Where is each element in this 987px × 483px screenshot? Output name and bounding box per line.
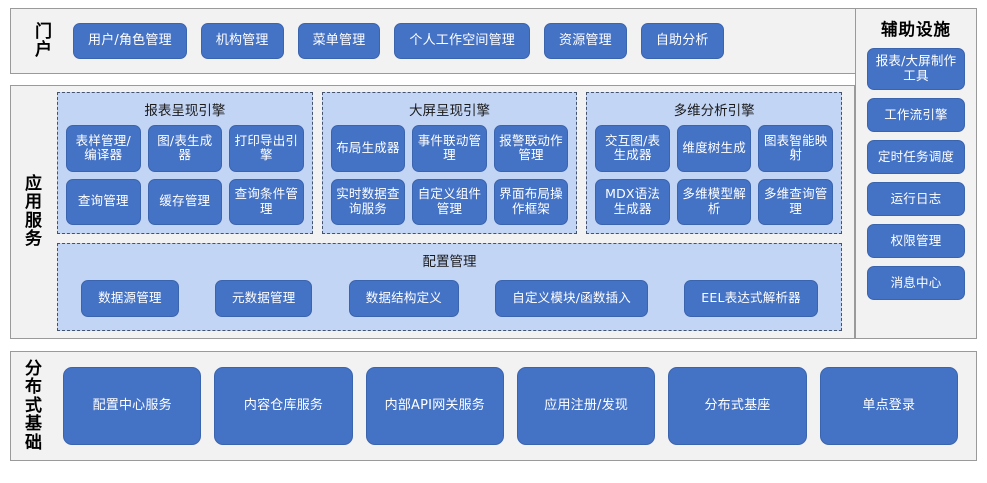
engine-olap-btn-model-parser[interactable]: 多维模型解析 [676, 178, 752, 225]
portal-button-resource[interactable]: 资源管理 [544, 23, 627, 59]
aux-button-workflow-engine[interactable]: 工作流引擎 [867, 98, 965, 132]
engine-olap-btn-chart-mapping[interactable]: 图表智能映射 [758, 125, 833, 172]
aux-button-scheduler[interactable]: 定时任务调度 [867, 140, 965, 174]
engine-bigscreen-btn-realtime-query[interactable]: 实时数据查询服务 [330, 178, 406, 225]
app-service-panel: 应用服务 报表呈现引擎 表样管理/编译器 图/表生成器 打印导出引擎 查询管理 … [10, 85, 855, 339]
app-service-label-text: 应用服务 [25, 173, 43, 249]
portal-panel: 门户 用户/角色管理 机构管理 菜单管理 个人工作空间管理 资源管理 自助分析 [10, 8, 977, 74]
auxiliary-facilities-panel: 辅助设施 报表/大屏制作工具 工作流引擎 定时任务调度 运行日志 权限管理 消息… [855, 8, 977, 339]
engine-row: 报表呈现引擎 表样管理/编译器 图/表生成器 打印导出引擎 查询管理 缓存管理 … [57, 92, 843, 234]
engine-bigscreen: 大屏呈现引擎 布局生成器 事件联动管理 报警联动作管理 实时数据查询服务 自定义… [321, 92, 578, 234]
engine-report-btn-template-editor[interactable]: 表样管理/编译器 [66, 125, 141, 172]
config-management-panel: 配置管理 数据源管理 元数据管理 数据结构定义 自定义模块/函数插入 EEL表达… [57, 243, 842, 331]
dist-btn-app-registry[interactable]: 应用注册/发现 [516, 367, 656, 445]
portal-label: 门户 [21, 9, 67, 73]
aux-button-message-center[interactable]: 消息中心 [867, 266, 965, 300]
app-service-body: 报表呈现引擎 表样管理/编译器 图/表生成器 打印导出引擎 查询管理 缓存管理 … [57, 92, 846, 331]
config-button-group: 数据源管理 元数据管理 数据结构定义 自定义模块/函数插入 EEL表达式解析器 [68, 276, 831, 322]
engine-olap-btn-dimension-tree[interactable]: 维度树生成 [676, 125, 752, 172]
engine-report-btn-query-manage[interactable]: 查询管理 [66, 178, 141, 225]
engine-bigscreen-title: 大屏呈现引擎 [409, 103, 490, 119]
engine-olap-btn-mdx-generator[interactable]: MDX语法生成器 [595, 178, 670, 225]
engine-bigscreen-btn-custom-component[interactable]: 自定义组件管理 [412, 178, 487, 225]
config-btn-metadata[interactable]: 元数据管理 [214, 279, 313, 317]
config-btn-datasource[interactable]: 数据源管理 [81, 279, 179, 317]
distributed-base-label: 分布式基础 [11, 352, 57, 460]
engine-olap-title: 多维分析引擎 [673, 103, 755, 119]
engine-report-title: 报表呈现引擎 [144, 103, 226, 119]
distributed-base-label-text: 分布式基础 [25, 359, 43, 453]
engine-olap-btn-query-manage[interactable]: 多维查询管理 [758, 178, 833, 225]
portal-label-text: 门户 [35, 21, 53, 60]
engine-report: 报表呈现引擎 表样管理/编译器 图/表生成器 打印导出引擎 查询管理 缓存管理 … [57, 92, 313, 234]
dist-btn-distributed-base[interactable]: 分布式基座 [668, 367, 807, 445]
portal-button-menu[interactable]: 菜单管理 [297, 23, 381, 59]
portal-button-group: 用户/角色管理 机构管理 菜单管理 个人工作空间管理 资源管理 自助分析 [67, 9, 966, 73]
engine-olap: 多维分析引擎 交互图/表生成器 维度树生成 图表智能映射 MDX语法生成器 多维… [586, 92, 843, 234]
aux-button-permission[interactable]: 权限管理 [867, 224, 965, 258]
engine-report-btn-chart-generator[interactable]: 图/表生成器 [147, 125, 223, 172]
engine-bigscreen-btn-layout-generator[interactable]: 布局生成器 [330, 125, 406, 172]
engine-olap-btn-interactive-chart[interactable]: 交互图/表生成器 [595, 125, 670, 172]
dist-btn-content-repo[interactable]: 内容仓库服务 [214, 367, 353, 445]
auxiliary-title: 辅助设施 [881, 20, 951, 39]
engine-report-btn-query-condition[interactable]: 查询条件管理 [229, 178, 304, 225]
dist-btn-api-gateway[interactable]: 内部API网关服务 [365, 367, 504, 445]
engine-bigscreen-grid: 布局生成器 事件联动管理 报警联动作管理 实时数据查询服务 自定义组件管理 界面… [330, 125, 569, 225]
engine-report-btn-print-export[interactable]: 打印导出引擎 [229, 125, 304, 172]
engine-report-btn-cache-manage[interactable]: 缓存管理 [147, 178, 223, 225]
config-management-title: 配置管理 [422, 254, 477, 270]
portal-button-self-analysis[interactable]: 自助分析 [640, 23, 724, 59]
engine-bigscreen-btn-alarm-action[interactable]: 报警联动作管理 [493, 125, 569, 172]
portal-row: 门户 用户/角色管理 机构管理 菜单管理 个人工作空间管理 资源管理 自助分析 [10, 8, 977, 74]
portal-button-org[interactable]: 机构管理 [200, 23, 284, 59]
auxiliary-button-group: 报表/大屏制作工具 工作流引擎 定时任务调度 运行日志 权限管理 消息中心 [856, 48, 976, 300]
dist-btn-sso[interactable]: 单点登录 [819, 367, 958, 445]
engine-report-grid: 表样管理/编译器 图/表生成器 打印导出引擎 查询管理 缓存管理 查询条件管理 [66, 125, 304, 225]
engine-olap-grid: 交互图/表生成器 维度树生成 图表智能映射 MDX语法生成器 多维模型解析 多维… [595, 125, 833, 225]
config-btn-eel-parser[interactable]: EEL表达式解析器 [684, 279, 818, 317]
engine-bigscreen-btn-layout-framework[interactable]: 界面布局操作框架 [493, 178, 569, 225]
app-service-label: 应用服务 [11, 92, 57, 331]
portal-button-user-role[interactable]: 用户/角色管理 [73, 23, 187, 59]
dist-btn-config-center[interactable]: 配置中心服务 [63, 367, 202, 445]
distributed-base-panel: 分布式基础 配置中心服务 内容仓库服务 内部API网关服务 应用注册/发现 分布… [10, 351, 977, 461]
config-btn-data-structure[interactable]: 数据结构定义 [348, 279, 459, 317]
portal-button-workspace[interactable]: 个人工作空间管理 [394, 23, 531, 59]
distributed-button-group: 配置中心服务 内容仓库服务 内部API网关服务 应用注册/发现 分布式基座 单点… [57, 352, 966, 460]
engine-bigscreen-btn-event-linkage[interactable]: 事件联动管理 [412, 125, 487, 172]
config-btn-custom-module[interactable]: 自定义模块/函数插入 [495, 279, 648, 317]
aux-button-report-screen-tool[interactable]: 报表/大屏制作工具 [867, 48, 965, 90]
aux-button-runtime-log[interactable]: 运行日志 [867, 182, 965, 216]
